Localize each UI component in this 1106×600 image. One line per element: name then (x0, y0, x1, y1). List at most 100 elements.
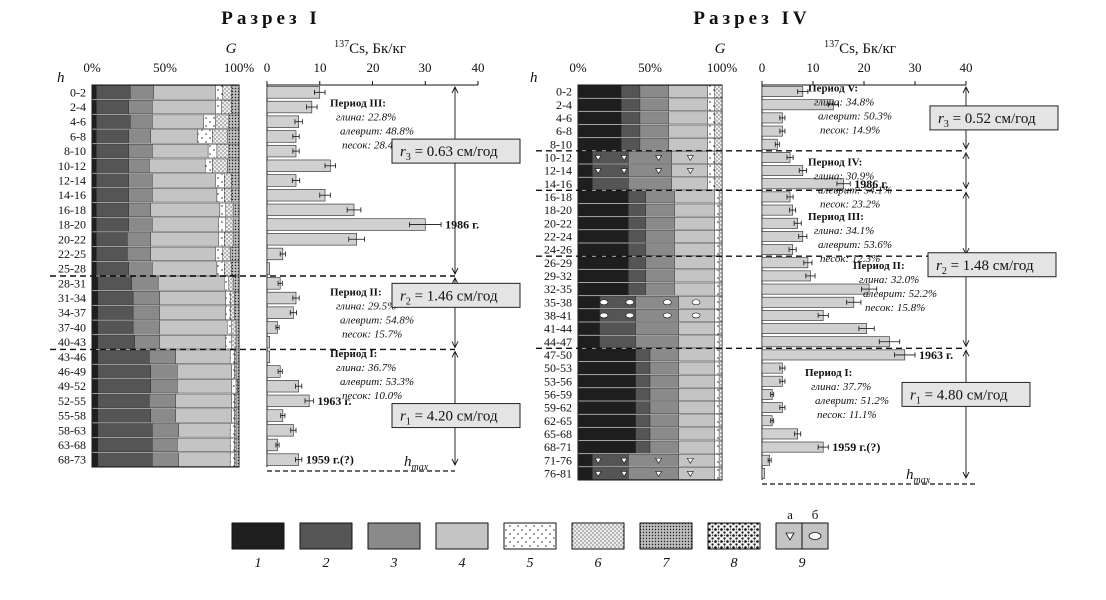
stack-seg-7 (234, 305, 240, 320)
stack-seg-2 (621, 98, 641, 112)
stack-seg-5 (224, 276, 229, 291)
stack-seg-1 (577, 111, 622, 125)
cs-bar (266, 159, 331, 172)
cs-bar (761, 441, 824, 453)
stack-seg-1 (91, 114, 97, 129)
g-tick-100-1: 100% (224, 60, 255, 75)
stack-seg-1 (91, 305, 99, 320)
stack-seg-2 (599, 335, 636, 349)
depth-label: 31-34 (58, 291, 86, 305)
stack-seg-3 (639, 137, 669, 151)
stack-seg-2 (97, 364, 151, 379)
depth-label: 16-18 (58, 203, 86, 217)
stack-seg-4 (149, 158, 206, 173)
stack-seg-6 (718, 309, 723, 322)
stack-seg-1 (91, 129, 97, 144)
stack-seg-3 (649, 427, 679, 441)
legend-swatch-1 (231, 522, 285, 550)
legend-label-9: 9 (799, 556, 806, 571)
stack-seg-6 (221, 99, 232, 115)
stack-seg-4 (674, 282, 715, 296)
stack-seg-1 (577, 295, 600, 309)
period-composition: алеврит: 51.2% (815, 395, 889, 407)
stack-seg-3 (649, 361, 679, 375)
stack-seg-6 (229, 305, 235, 320)
stack-seg-5 (219, 202, 226, 217)
stack-seg-1 (577, 467, 593, 480)
stack-seg-2 (96, 188, 129, 203)
cs-tick-10-4: 10 (807, 60, 820, 75)
legend-label-3: 3 (390, 556, 398, 571)
stack-seg-1 (91, 364, 99, 379)
stack-seg-7 (231, 85, 240, 100)
inclusion-b-mark (599, 312, 609, 319)
stack-seg-7 (235, 349, 240, 364)
stack-seg-1 (91, 335, 99, 350)
cs-tick-0-4: 0 (759, 60, 766, 75)
depth-label: 44-47 (544, 335, 572, 349)
cs-bar (761, 86, 804, 97)
stack-seg-5 (207, 144, 218, 159)
period-composition: алеврит: 50.3% (818, 111, 892, 123)
stack-seg-1 (577, 151, 593, 164)
stack-seg-6 (714, 177, 723, 191)
depth-label: 12-14 (544, 164, 572, 178)
stack-seg-6 (234, 437, 237, 453)
stack-seg-5 (707, 98, 715, 112)
stack-seg-5 (714, 269, 720, 283)
stack-seg-2 (97, 437, 153, 453)
stack-seg-5 (225, 335, 232, 350)
stack-seg-4 (678, 335, 715, 349)
stack-seg-7 (227, 129, 240, 144)
cs-bar (761, 231, 804, 242)
stack-seg-3 (635, 322, 679, 335)
stack-seg-1 (577, 137, 622, 151)
depth-label: 68-73 (58, 453, 86, 467)
inclusion-a-mark (655, 471, 663, 478)
period-arrow-head (451, 276, 459, 285)
inclusion-a-mark (594, 471, 602, 478)
legend-label-8: 8 (731, 556, 738, 571)
stack-seg-5 (215, 173, 225, 188)
date-marker: 1986 г. (854, 177, 888, 191)
stack-seg-6 (234, 393, 237, 408)
stack-seg-4 (150, 129, 199, 144)
stack-seg-3 (649, 414, 679, 428)
cs-bar (761, 257, 809, 269)
stack-seg-1 (91, 173, 97, 188)
stack-seg-4 (668, 85, 708, 98)
stack-seg-3 (149, 393, 176, 408)
stack-seg-6 (718, 322, 723, 335)
stack-seg-2 (97, 408, 151, 423)
stack-seg-6 (714, 164, 723, 177)
stack-seg-1 (577, 374, 636, 388)
stack-seg-3 (628, 177, 672, 191)
stack-seg-3 (128, 202, 151, 217)
stack-seg-1 (577, 216, 629, 230)
date-marker: 1959 г.(?) (306, 453, 354, 467)
stack-seg-4 (678, 427, 715, 441)
stack-seg-7 (228, 114, 240, 129)
stack-seg-5 (714, 243, 720, 256)
stack-seg-1 (91, 408, 99, 423)
legend-label-7: 7 (663, 556, 671, 571)
cs-bar (266, 203, 355, 217)
period-title: Период II: (330, 286, 382, 298)
depth-label: 0-2 (70, 85, 86, 99)
stack-seg-5 (216, 188, 225, 203)
stack-seg-4 (177, 379, 232, 394)
stack-seg-3 (130, 85, 154, 100)
cs-bar (761, 244, 793, 255)
cs-bar (266, 335, 270, 349)
stack-seg-2 (97, 335, 135, 350)
depth-label: 14-16 (544, 177, 572, 191)
stack-seg-3 (639, 85, 669, 98)
depth-label: 14-16 (58, 188, 86, 202)
stack-seg-5 (714, 335, 720, 349)
depth-label: 26-29 (544, 256, 572, 270)
depth-label: 58-63 (58, 423, 86, 437)
period-composition: глина: 36.7% (336, 362, 396, 374)
period-arrow-head (451, 458, 459, 467)
period-composition: алеврит: 53.6% (818, 239, 892, 251)
stack-seg-7 (231, 99, 240, 115)
